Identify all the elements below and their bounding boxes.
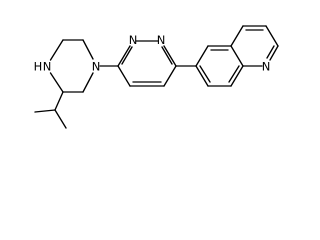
piperazine-ring bbox=[49, 39, 94, 93]
bond-c6-c5 bbox=[163, 65, 177, 87]
bond-q7-q6-inner bbox=[199, 65, 211, 83]
bond-q2-n1 bbox=[269, 45, 279, 61]
quinoline-benzo-ring bbox=[195, 45, 244, 87]
atom-label-pyridazine-n2: N bbox=[129, 33, 138, 47]
bond-q7-q6 bbox=[195, 65, 209, 87]
chemical-structure-diagram: H N N N N N bbox=[34, 25, 279, 129]
bond-q4a-q8a bbox=[230, 45, 244, 67]
pyridazine-ring bbox=[117, 40, 177, 87]
atom-label-piperazine-n: N bbox=[92, 60, 101, 74]
atom-label-piperazine-h: H bbox=[34, 60, 43, 74]
isopropyl-group bbox=[34, 91, 67, 129]
bond-c3-n2-inner bbox=[121, 46, 133, 65]
bond-c-bottom-left-nh bbox=[49, 72, 64, 93]
atom-labels: H N N N N N bbox=[34, 33, 271, 74]
atom-label-pyridazine-n1: N bbox=[157, 33, 166, 47]
bond-c3-n2 bbox=[117, 45, 131, 67]
bond-nh-c-top-left bbox=[49, 39, 64, 61]
bond-ch-methyl-down bbox=[54, 109, 67, 129]
bond-c4-c3 bbox=[117, 65, 131, 87]
bond-q3-q2 bbox=[265, 25, 279, 47]
atom-label-quinoline-n: N bbox=[262, 60, 271, 74]
bond-q8a-q8 bbox=[230, 65, 244, 87]
bond-n-c-bottom-right bbox=[82, 72, 94, 93]
bond-n1-c6 bbox=[163, 45, 177, 67]
bond-q4a-q4 bbox=[230, 25, 244, 47]
bond-q8a-q8-inner bbox=[228, 65, 240, 83]
bond-ring-ch bbox=[54, 91, 64, 111]
atom-label-piperazine-nh: N bbox=[43, 60, 52, 74]
bond-ch-methyl-left bbox=[34, 109, 56, 113]
bond-c-top-right-n bbox=[82, 39, 94, 60]
bond-q6-q5 bbox=[195, 45, 209, 67]
quinoline-pyridine-ring bbox=[230, 25, 279, 67]
bond-q2-n1-inner bbox=[266, 45, 275, 59]
bond-n1-c6-inner bbox=[161, 46, 173, 65]
